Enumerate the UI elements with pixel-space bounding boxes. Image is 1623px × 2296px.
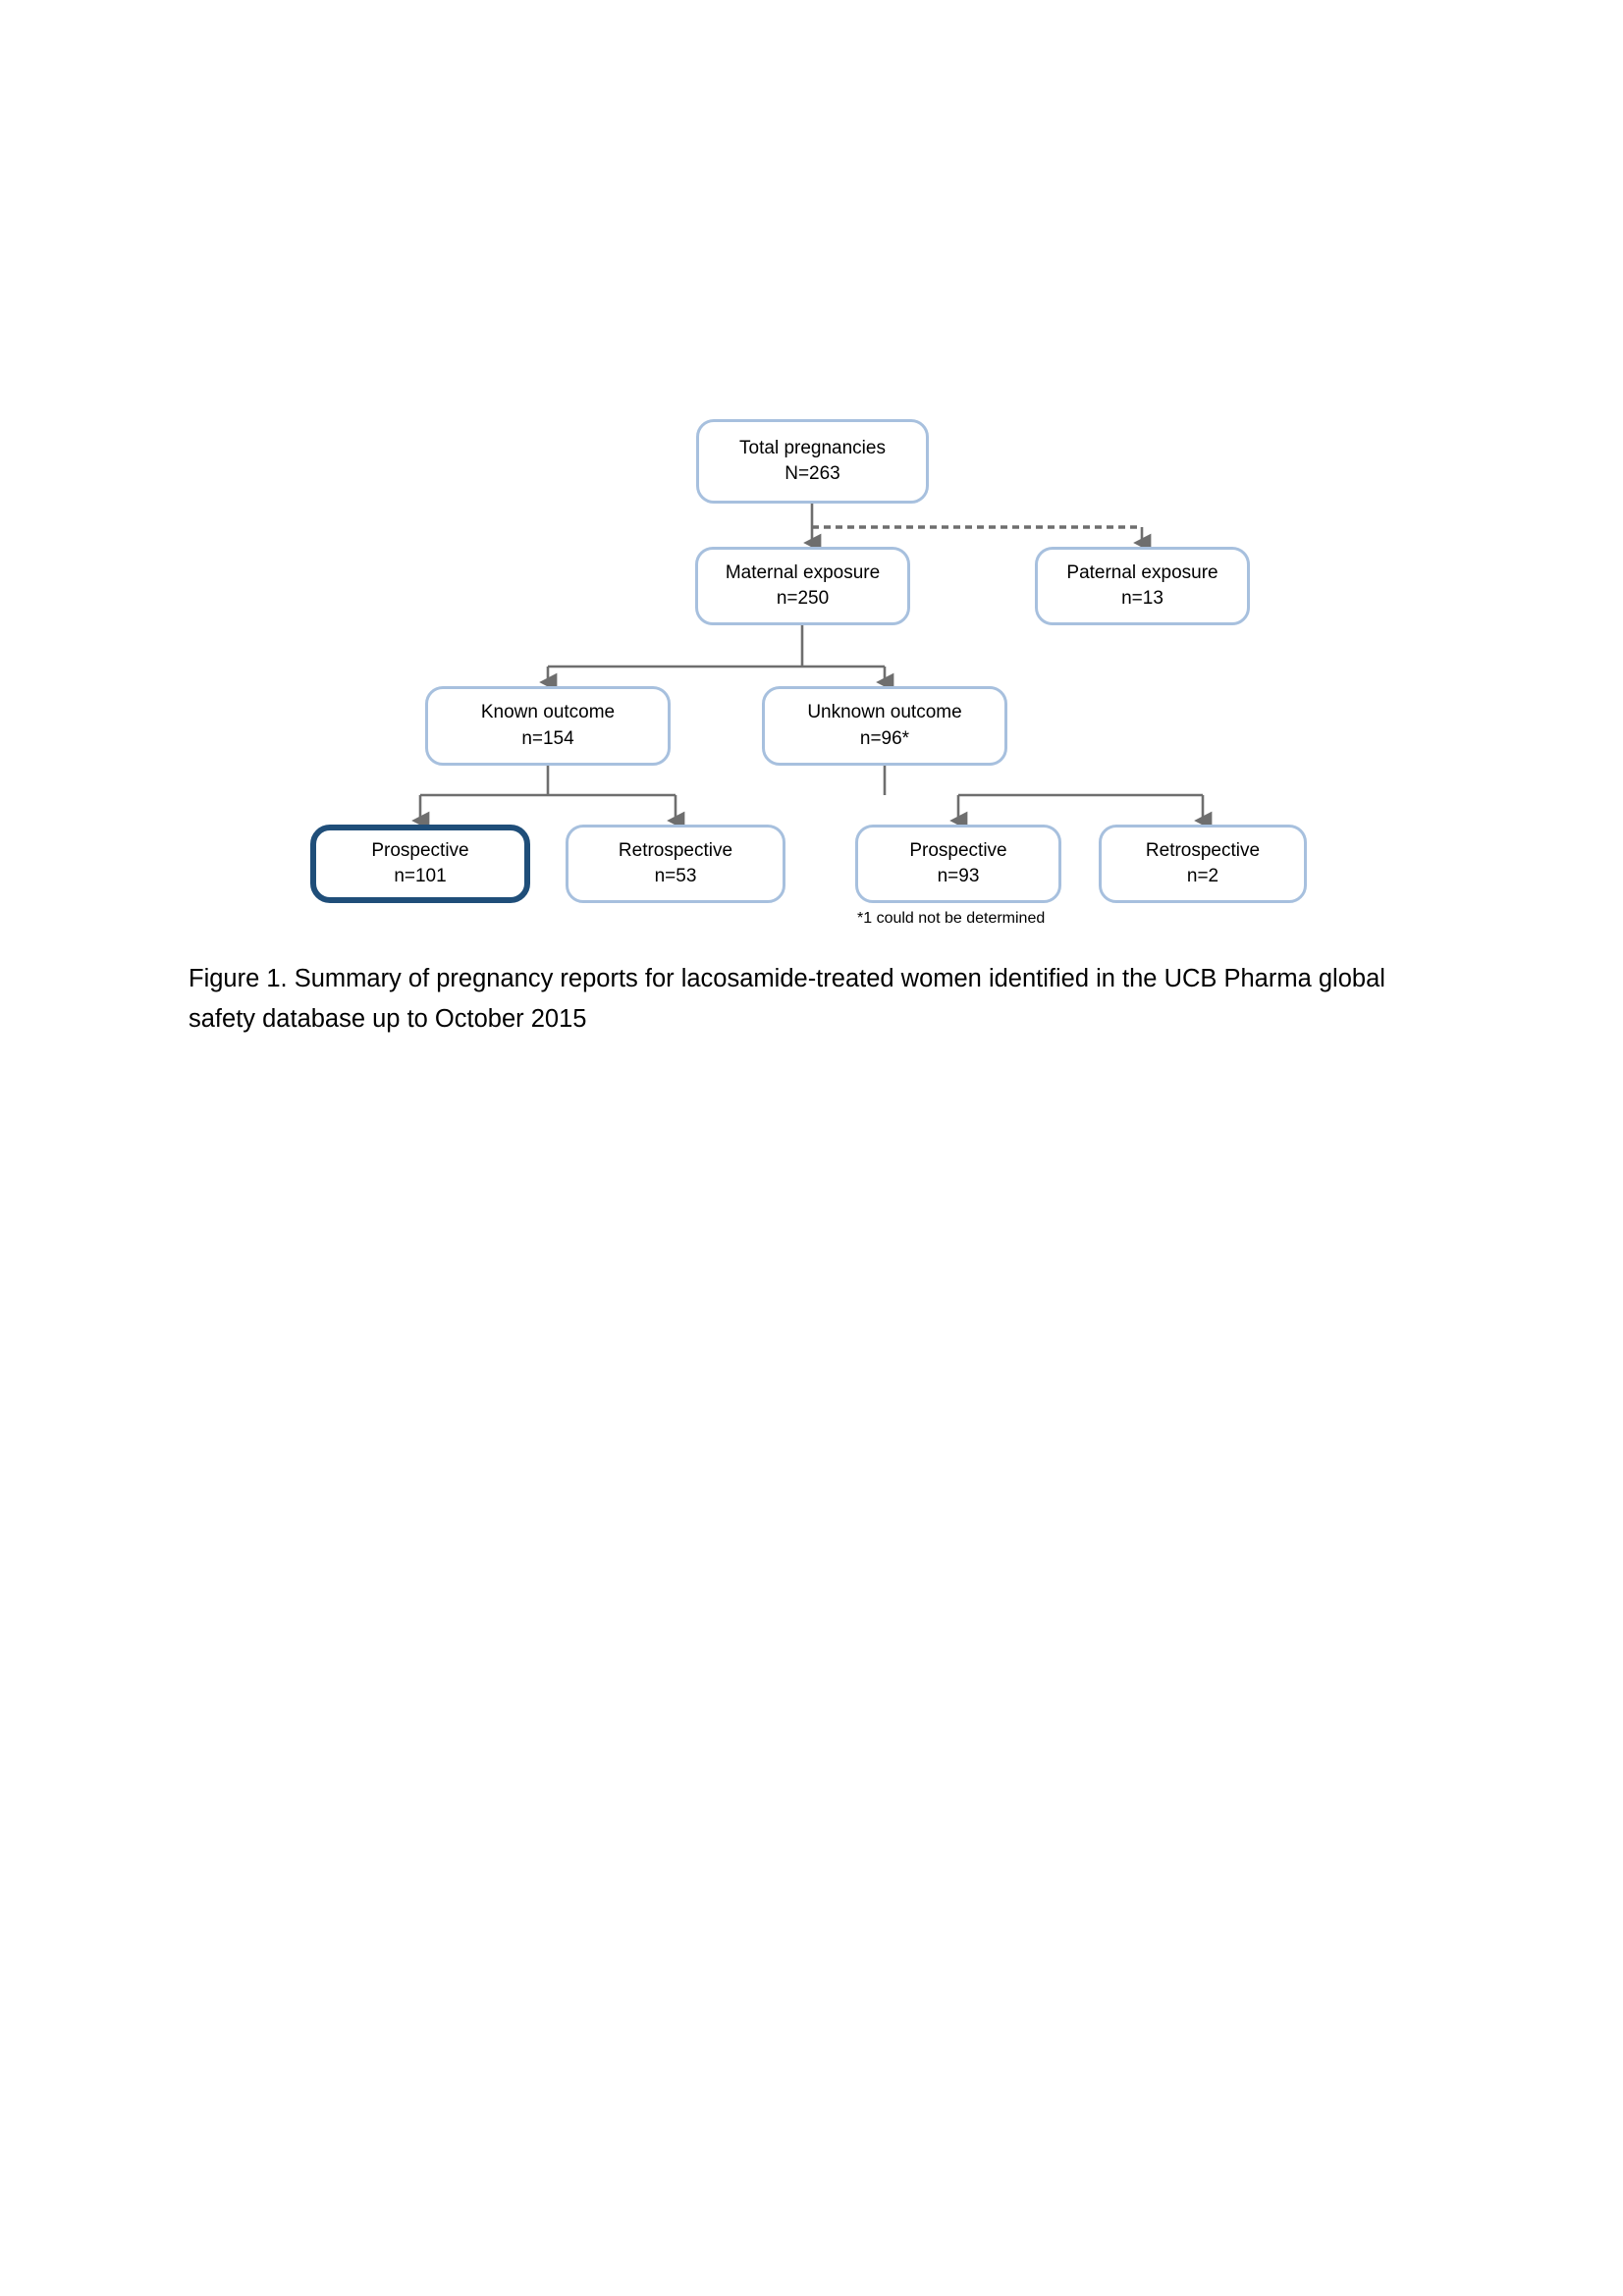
figure-caption: Figure 1. Summary of pregnancy reports f… xyxy=(189,965,1385,1034)
node-count: n=101 xyxy=(394,866,447,886)
node-count: n=250 xyxy=(776,588,830,609)
node-retrospective-known-outcome: Retrospective n=53 xyxy=(566,825,785,903)
node-label: Maternal exposure xyxy=(725,561,881,583)
node-retrospective-unknown-outcome: Retrospective n=2 xyxy=(1099,825,1307,903)
flowchart-connectors xyxy=(411,504,1213,830)
node-known-outcome: Known outcome n=154 xyxy=(425,686,671,766)
node-count: n=13 xyxy=(1121,588,1163,609)
node-count: n=96* xyxy=(859,727,910,749)
node-count: n=154 xyxy=(521,727,574,749)
node-paternal-exposure: Paternal exposure n=13 xyxy=(1035,547,1250,625)
node-label: Total pregnancies xyxy=(739,437,886,458)
node-prospective-known-outcome: Prospective n=101 xyxy=(310,825,530,903)
node-label: Unknown outcome xyxy=(807,702,962,723)
node-count: N=263 xyxy=(784,463,840,484)
node-total-pregnancies: Total pregnancies N=263 xyxy=(696,419,929,504)
node-label: Paternal exposure xyxy=(1066,561,1218,583)
node-unknown-outcome: Unknown outcome n=96* xyxy=(762,686,1007,766)
node-label: Prospective xyxy=(371,839,469,861)
node-prospective-unknown-outcome: Prospective n=93 xyxy=(855,825,1061,903)
figure-footnote: *1 could not be determined xyxy=(857,910,1046,927)
node-count: n=93 xyxy=(937,866,980,886)
node-count: n=53 xyxy=(654,866,697,886)
node-count: n=2 xyxy=(1186,866,1219,886)
node-label: Retrospective xyxy=(1145,839,1261,861)
flowchart-diagram: Total pregnancies N=263 Maternal exposur… xyxy=(0,0,1623,962)
node-label: Retrospective xyxy=(618,839,733,861)
node-label: Known outcome xyxy=(480,702,616,723)
node-label: Prospective xyxy=(909,839,1007,861)
node-maternal-exposure: Maternal exposure n=250 xyxy=(695,547,910,625)
